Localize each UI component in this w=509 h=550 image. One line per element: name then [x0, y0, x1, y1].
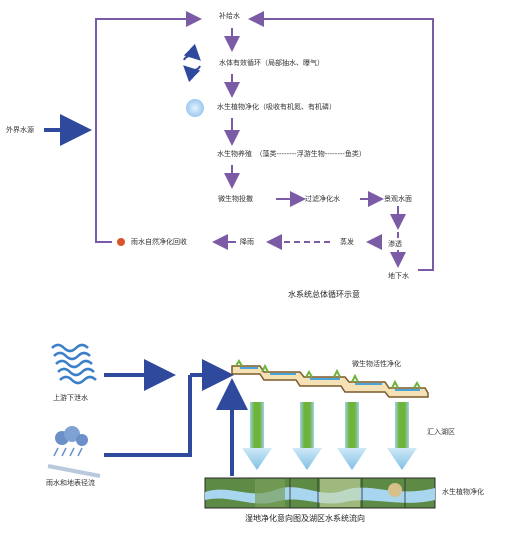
filter-column-1	[242, 402, 272, 470]
rainfall-label: 降雨	[240, 238, 254, 246]
evaporation-label: 蒸发	[340, 238, 354, 246]
loop-left-line	[95, 18, 200, 243]
upstream-label: 上游下泄水	[53, 394, 88, 402]
rain-cloud-icon	[47, 426, 101, 478]
circulation-icon	[183, 43, 201, 83]
filter-column-2	[292, 402, 322, 470]
runoff-label: 雨水和地表径流	[46, 479, 95, 487]
cycle-step-circulation: 水体有效循环（局部抽水、曝气）	[219, 59, 324, 67]
seepage-label: 渗透	[388, 240, 402, 248]
groundwater-label: 地下水	[388, 272, 409, 280]
filter-column-3	[337, 402, 367, 470]
terrace-strip	[231, 359, 429, 398]
cycle-step-microbe: 微生物投撒	[218, 195, 253, 203]
plant-purification-label: 水生植物净化	[442, 488, 484, 496]
cycle-diagram	[44, 11, 434, 271]
top-supply-label: 补给水	[219, 12, 240, 20]
rain-recovery-icon	[117, 238, 125, 246]
runoff-arrow	[104, 375, 192, 457]
lake-inflow-label: 汇入湖区	[427, 428, 455, 436]
cycle-step-filter: 过滤净化水	[305, 195, 340, 203]
external-source-label: 外界水源	[6, 126, 34, 134]
wetland-aerial-image	[204, 477, 436, 509]
micro-purification-label: 微生物活性净化	[352, 360, 401, 368]
loop-right-line	[248, 11, 434, 271]
filter-column-4	[387, 402, 417, 470]
water-waves-icon	[51, 343, 97, 385]
cycle-step-plants: 水生植物净化（吸收有机氮、有机磷）	[217, 103, 336, 111]
cycle-step-landscape: 景观水面	[384, 195, 412, 203]
wetland-caption: 湿地净化意向图及湖区水系统流向	[245, 514, 365, 523]
cycle-caption: 水系统总体循环示意	[288, 290, 360, 299]
rain-recovery-label: 雨水自然净化回收	[131, 238, 187, 246]
wetland-diagram	[47, 343, 436, 509]
cycle-step-breeding: 水生物养殖 （藻类--------浮游生物--------鱼类）	[217, 150, 366, 158]
plant-purification-icon	[186, 99, 204, 117]
